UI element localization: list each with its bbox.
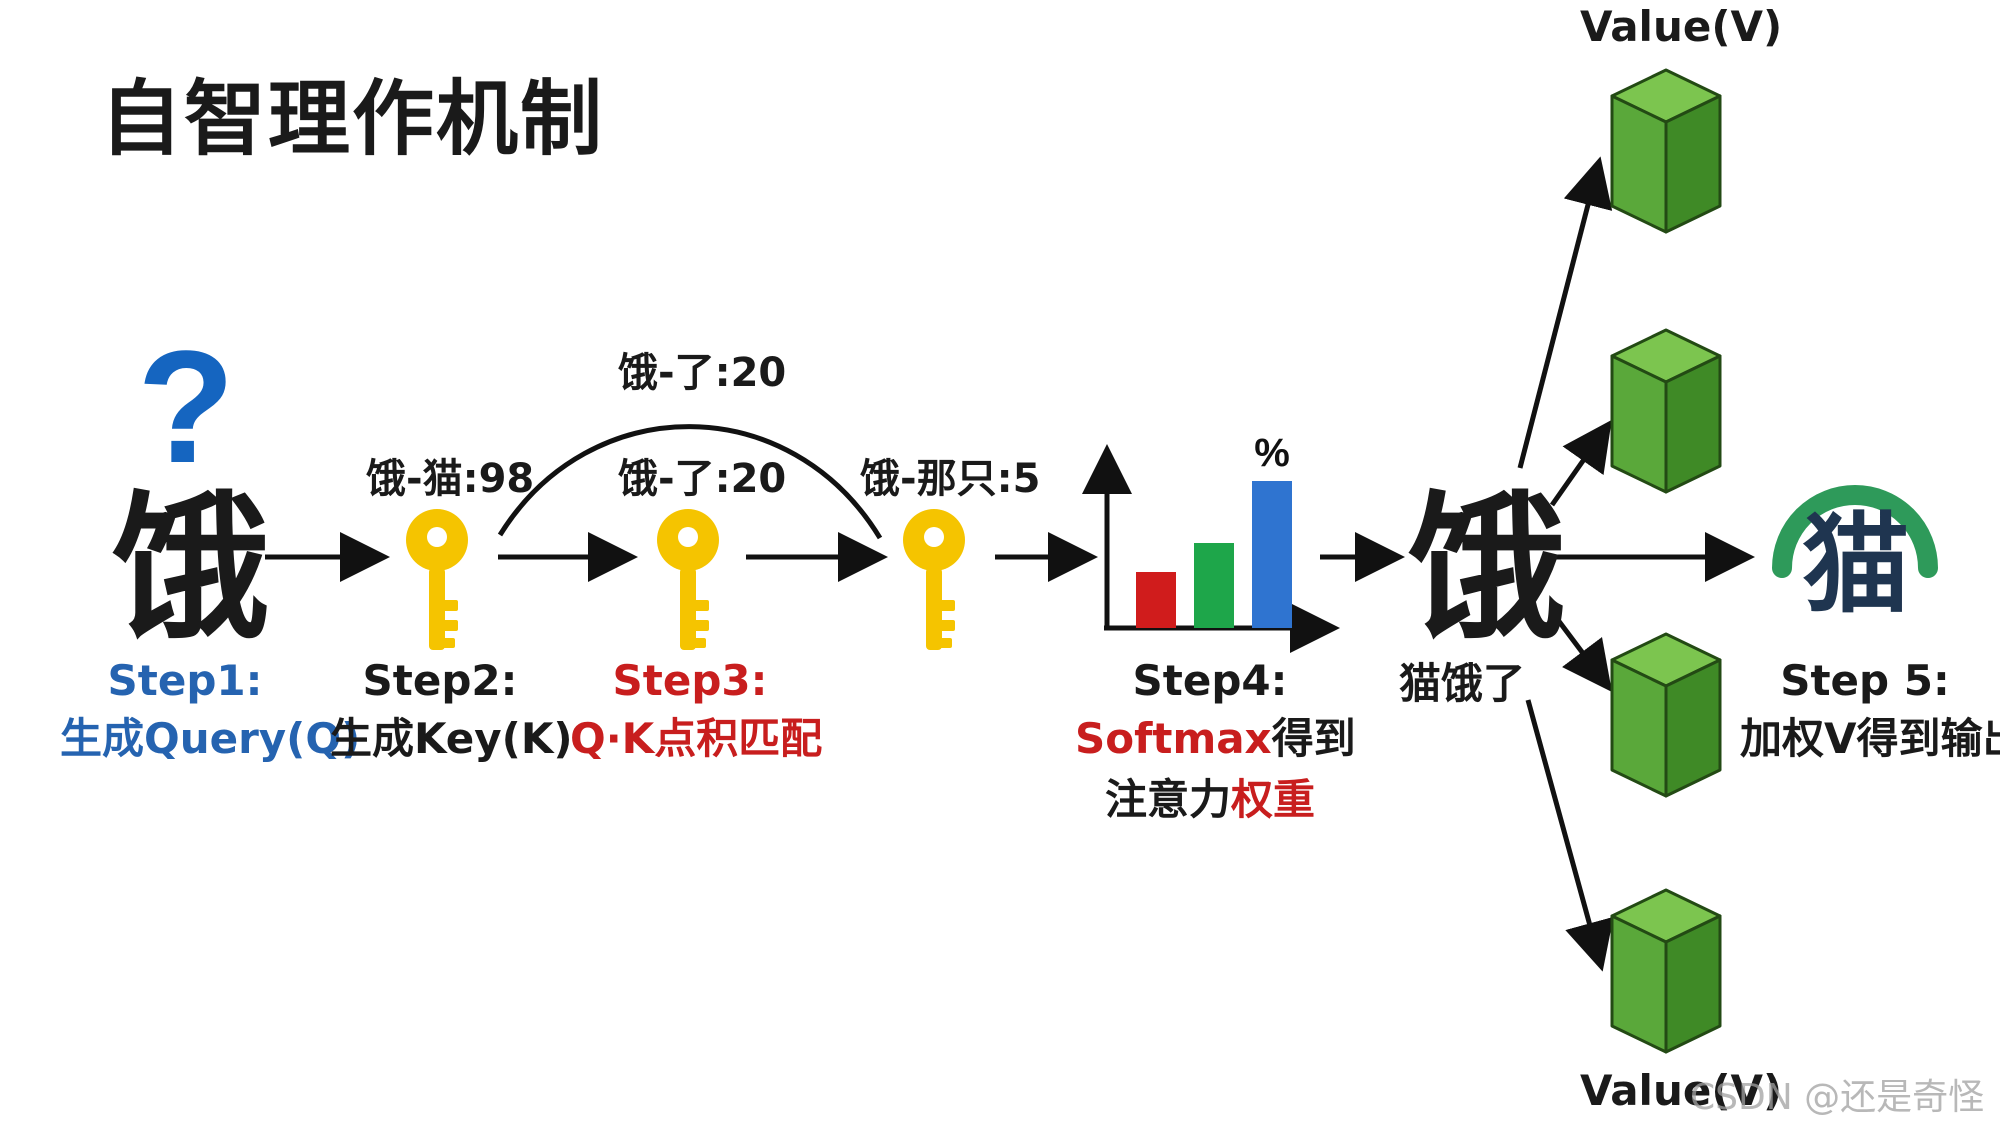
arrow-to-value-4 xyxy=(1525,699,1614,972)
step1-label: Step1: 生成Query(Q) xyxy=(60,656,361,766)
step2-label: Step2: 生成Key(K) xyxy=(330,656,573,766)
query-char: 饿 xyxy=(112,477,270,661)
step4-attention: 注意力 xyxy=(1104,775,1231,824)
step5-title: Step 5: xyxy=(1780,656,1950,705)
page-title: 自智理作机制 xyxy=(100,72,605,167)
step2-desc: 生成Key(K) xyxy=(330,714,573,763)
key-pair-nazhi: 饿-那只:5 xyxy=(860,456,1041,502)
match-arc xyxy=(497,424,883,540)
arrow-to-value-2 xyxy=(1549,419,1612,507)
step4-title: Step4: xyxy=(1132,656,1288,705)
key-pair-cat: 饿-猫:98 xyxy=(366,456,535,502)
step4-weight: 权重 xyxy=(1231,775,1316,824)
value-cube-icon xyxy=(1610,328,1722,494)
percent-label: % xyxy=(1254,431,1290,475)
output-caption: 猫饿了 xyxy=(1398,659,1525,708)
value-label-top: Value(V) xyxy=(1580,2,1783,51)
arrow-to-value-3 xyxy=(1550,610,1612,692)
step5-label: Step 5: 加权V得到输出 xyxy=(1740,656,2000,766)
step2-title: Step2: xyxy=(362,656,518,705)
step3-label: Step3: Q·K点积匹配 xyxy=(570,656,823,766)
output-char: 饿 xyxy=(1408,477,1566,661)
chart-bar-mid xyxy=(1194,543,1234,628)
key-pair-le: 饿-了:20 xyxy=(618,456,787,502)
step4-get: 得到 xyxy=(1271,714,1356,763)
step5-desc: 加权V得到输出 xyxy=(1740,714,2000,763)
step3-title: Step3: xyxy=(612,656,768,705)
result-char: 猫 xyxy=(1801,503,1910,628)
value-cube-icon xyxy=(1610,888,1722,1054)
chart-bar-high xyxy=(1252,481,1292,628)
softmax-chart: % xyxy=(1082,431,1340,653)
key-icon xyxy=(406,509,468,650)
step4-label: Step4: Softmax得到 注意力权重 xyxy=(1075,656,1356,827)
step3-desc: Q·K点积匹配 xyxy=(570,714,823,763)
key-icon xyxy=(657,509,719,650)
step4-softmax: Softmax xyxy=(1075,714,1272,763)
chart-bar-low xyxy=(1136,572,1176,628)
value-cube-icon xyxy=(1610,68,1722,234)
step1-desc: 生成Query(Q) xyxy=(60,714,361,763)
value-cube-icon xyxy=(1610,632,1722,798)
arrow-to-value-1 xyxy=(1517,156,1613,469)
key-icon xyxy=(903,509,965,650)
result-arc-icon xyxy=(1772,485,1938,578)
question-mark-icon: ? xyxy=(137,317,235,496)
value-label-bottom: Value(V) xyxy=(1580,1066,1783,1115)
watermark: CSDN @还是奇怪 xyxy=(1690,1077,1985,1118)
arc-label: 饿-了:20 xyxy=(618,350,787,396)
step1-title: Step1: xyxy=(107,656,263,705)
